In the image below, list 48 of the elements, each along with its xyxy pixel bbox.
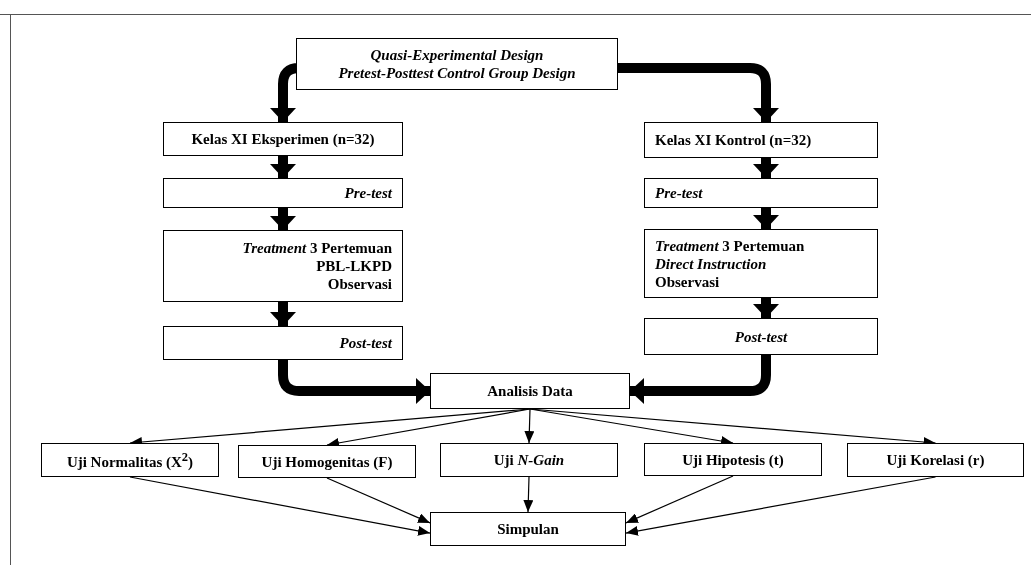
box-label: Kelas XI Kontrol (n=32) [655,131,812,149]
process-box [430,512,626,546]
box-label: Treatment 3 Pertemuan [655,236,805,255]
arrow [753,208,779,229]
box-label: Direct Instruction [655,254,767,273]
box-label: Uji Normalitas (X$^{2}$) [66,449,194,471]
arrow [523,476,534,513]
box-label: Post-test [339,334,392,352]
process-box [163,122,403,156]
box-label: Pre-test [344,184,392,202]
arrow [618,63,779,122]
arrow [625,475,734,524]
process-box [163,178,403,208]
box-label: Uji N-Gain [493,451,565,469]
box-label: Simpulan [497,520,559,538]
arrow [753,158,779,178]
process-box [238,445,416,478]
process-box [430,373,630,409]
arrow [524,408,535,444]
process-box [847,443,1024,477]
process-box [163,230,403,302]
process-box [41,443,219,477]
box-label: Pretest-Posttest Control Group Design [338,64,576,82]
process-box [644,229,878,298]
arrow [753,298,779,318]
process-box [644,443,822,476]
arrow [270,156,296,178]
box-label: Observasi [655,272,720,291]
process-box [296,38,618,90]
arrow [326,477,431,524]
process-box [644,318,878,355]
box-label: Quasi-Experimental Design [370,46,544,64]
box-label: Observasi [327,275,392,293]
box-label: Treatment 3 Pertemuan [242,239,392,257]
box-label: Post-test [734,327,788,346]
box-label: Pre-test [655,184,703,202]
box-label: Uji Hipotesis (t) [682,450,784,469]
process-box [163,326,403,360]
box-label: Analisis Data [487,382,573,400]
process-box [440,443,618,477]
process-box [644,178,878,208]
box-label: Uji Homogenitas (F) [261,452,393,471]
box-label: PBL-LKPD [316,257,392,275]
process-box [644,122,878,158]
arrow [270,208,296,230]
box-label: Uji Korelasi (r) [886,451,985,469]
box-label: Kelas XI Eksperimen (n=32) [191,130,375,148]
arrow [270,302,296,326]
